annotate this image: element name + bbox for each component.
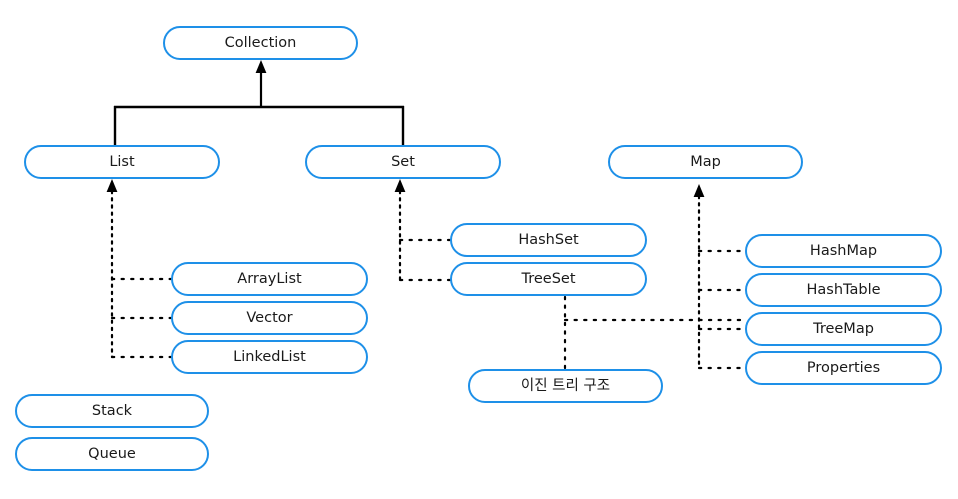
node-label: TreeMap bbox=[813, 320, 874, 337]
node-treeset[interactable]: TreeSet bbox=[450, 262, 647, 296]
node-set[interactable]: Set bbox=[305, 145, 501, 179]
node-label: ArrayList bbox=[237, 270, 302, 287]
node-label: HashTable bbox=[806, 281, 881, 298]
node-stack[interactable]: Stack bbox=[15, 394, 209, 428]
node-arraylist[interactable]: ArrayList bbox=[171, 262, 368, 296]
node-map[interactable]: Map bbox=[608, 145, 803, 179]
node-label: Stack bbox=[91, 402, 133, 419]
node-linkedlist[interactable]: LinkedList bbox=[171, 340, 368, 374]
edge-collection-trunk bbox=[255, 60, 267, 107]
node-vector[interactable]: Vector bbox=[171, 301, 368, 335]
node-hashtable[interactable]: HashTable bbox=[745, 273, 942, 307]
node-label: List bbox=[109, 153, 135, 170]
node-label: LinkedList bbox=[233, 348, 306, 365]
node-label: 이진 트리 구조 bbox=[520, 377, 611, 394]
edge-group-list-implementations bbox=[106, 179, 173, 359]
node-label: Set bbox=[391, 153, 415, 170]
node-label: Collection bbox=[224, 34, 297, 51]
node-properties[interactable]: Properties bbox=[745, 351, 942, 385]
node-hashset[interactable]: HashSet bbox=[450, 223, 647, 257]
node-label: Vector bbox=[246, 309, 293, 326]
node-label: Map bbox=[690, 153, 721, 170]
node-collection[interactable]: Collection bbox=[163, 26, 358, 60]
node-binary-tree-structure[interactable]: 이진 트리 구조 bbox=[468, 369, 663, 403]
node-label: TreeSet bbox=[521, 270, 576, 287]
node-queue[interactable]: Queue bbox=[15, 437, 209, 471]
node-label: HashSet bbox=[518, 231, 579, 248]
node-hashmap[interactable]: HashMap bbox=[745, 234, 942, 268]
node-treemap[interactable]: TreeMap bbox=[745, 312, 942, 346]
node-list[interactable]: List bbox=[24, 145, 220, 179]
edge-group-set-implementations bbox=[394, 179, 452, 282]
node-label: HashMap bbox=[809, 242, 878, 259]
node-label: Queue bbox=[88, 445, 136, 462]
edge-group-treeset-notes bbox=[563, 295, 747, 371]
edge-group-map-implementations bbox=[693, 184, 747, 370]
node-label: Properties bbox=[806, 359, 881, 376]
